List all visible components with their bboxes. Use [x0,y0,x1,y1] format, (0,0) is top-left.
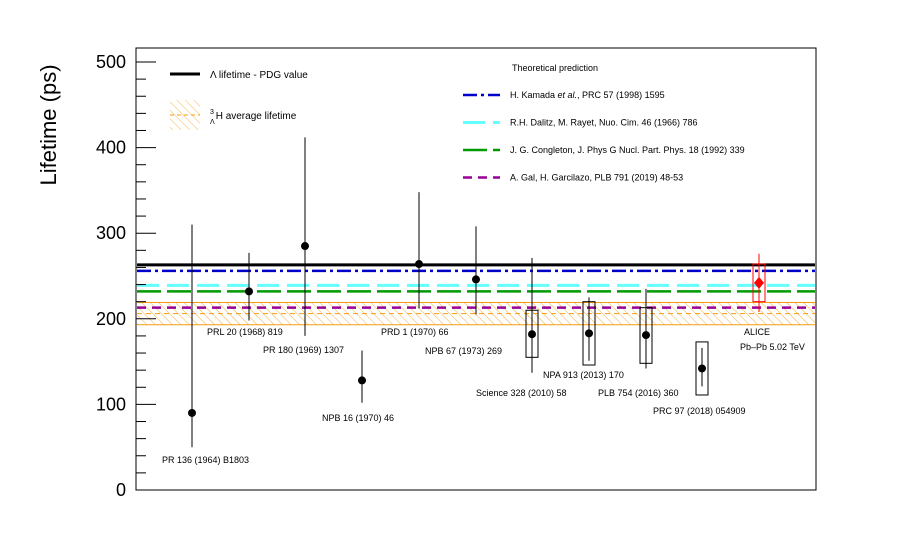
theory-legend-label-4: A. Gal, H. Garcilazo, PLB 791 (2019) 48-… [510,173,683,183]
theory-legend-label-1: H. Kamada et al., PRC 57 (1998) 1595 [510,90,665,100]
point-label-1: PR 136 (1964) B1803 [162,455,249,465]
point-label-8: NPA 913 (2013) 170 [543,370,624,380]
point-label-4: NPB 16 (1970) 46 [322,413,394,423]
measurement-10 [695,341,709,396]
point-label-6: NPB 67 (1973) 269 [425,346,502,356]
legend-average-text: H average lifetime [216,111,297,122]
point-label-2: PRL 20 (1968) 819 [207,327,283,337]
theory-legend-title: Theoretical prediction [512,63,598,73]
systematic-box [695,341,709,396]
data-point [528,330,536,339]
point-label-3: PR 180 (1969) 1307 [263,345,344,355]
y-axis: 0 100 200 300 400 500 [96,52,156,500]
measurement-7 [525,258,539,373]
point-label-11-line2: Pb–Pb 5.02 TeV [740,342,805,352]
plot-area-border [135,47,817,491]
point-label-10: PRC 97 (2018) 054909 [653,406,746,416]
legend-average-sup: 3 [210,109,214,116]
legend-average-sub: Λ [210,119,215,126]
measurement-3 [301,137,309,336]
data-point [585,329,593,338]
measurement-6 [472,226,480,315]
measurement-8 [582,297,596,366]
measurement-5 [415,192,423,309]
theory-legend-label-3-main: J. G. Congleton, J. Phys G Nucl. Part. P… [510,145,745,155]
y-tick-label: 500 [96,52,126,72]
data-point [642,331,650,340]
theory-legend-label-1-main: H. Kamada [510,90,558,100]
measurement-9 [639,288,653,369]
legend-pdg-label: Λ lifetime - PDG value [210,70,308,81]
data-point [358,376,366,385]
data-point [245,287,253,296]
y-tick-label: 0 [116,480,126,500]
point-label-9: PLB 754 (2016) 360 [598,388,679,398]
plot-frame [135,47,817,491]
theory-legend-label-4-main: A. Gal, H. Garcilazo, PLB 791 (2019) 48-… [510,173,683,183]
theory-legend-label-2: R.H. Dalitz, M. Rayet, Nuo. Cim. 46 (196… [510,118,698,128]
y-tick-label: 200 [96,309,126,329]
point-label-5: PRD 1 (1970) 66 [381,327,449,337]
data-point [472,275,480,284]
measurement-4 [358,350,366,403]
measurement-11 [752,253,766,312]
y-axis-title: Lifetime (ps) [36,64,61,185]
measurements [188,137,766,448]
measurement-1 [188,224,196,448]
point-label-7: Science 328 (2010) 58 [476,388,567,398]
theory-legend-label-2-main: R.H. Dalitz, M. Rayet, Nuo. Cim. 46 (196… [510,118,698,128]
data-point [301,242,309,251]
y-tick-label: 100 [96,394,126,414]
measurement-2 [245,252,253,321]
theory-legend-label-1-rest: , PRC 57 (1998) 1595 [577,90,665,100]
theory-legend-label-1-italic: et al. [558,90,578,100]
data-point [415,260,423,269]
y-tick-label: 300 [96,223,126,243]
theory-legend: Theoretical prediction H. Kamada et al.,… [463,63,745,183]
point-label-11: ALICE [744,327,770,337]
theory-legend-label-3: J. G. Congleton, J. Phys G Nucl. Part. P… [510,145,745,155]
data-point [188,408,196,417]
data-point [698,364,706,373]
y-tick-label: 400 [96,138,126,158]
measurement-labels: PR 136 (1964) B1803 PRL 20 (1968) 819 PR 1… [162,327,805,465]
data-point-diamond [754,276,764,289]
